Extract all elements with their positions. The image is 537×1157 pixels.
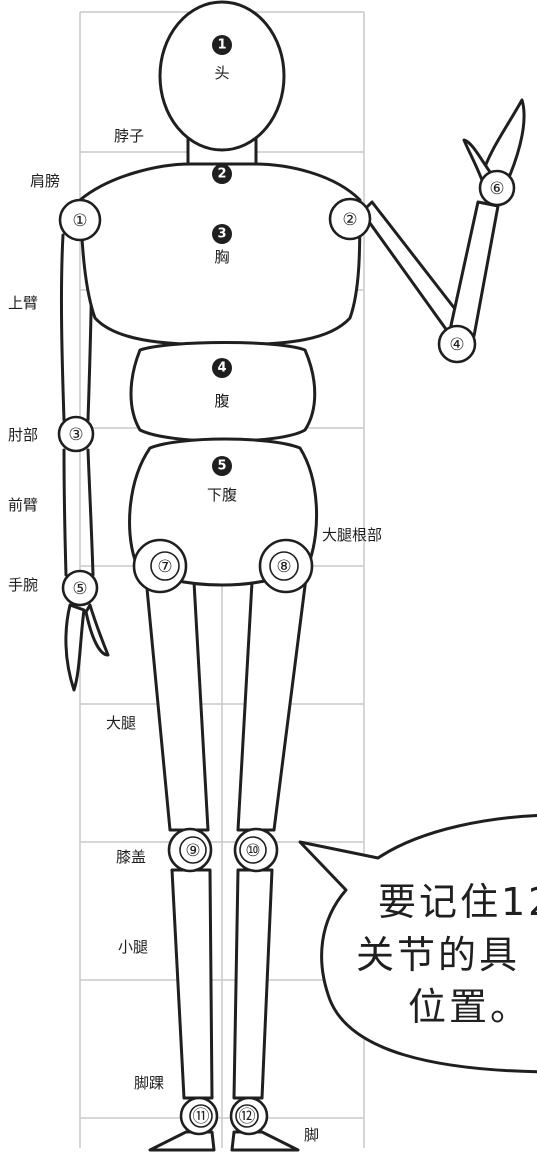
joint-number: ⑫ [239, 1107, 256, 1127]
part-number: 3 [217, 227, 226, 242]
part-number: 5 [217, 459, 226, 474]
joint-circle [328, 197, 372, 241]
joint-11: ⑪ [179, 1096, 219, 1136]
joint-12: ⑫ [229, 1096, 269, 1136]
left-thumb [84, 603, 110, 657]
body-outline [59, 0, 526, 1152]
joint-number: ⑪ [193, 1107, 210, 1127]
bubble-line-3: 位置。 [408, 985, 531, 1029]
part-badge [212, 224, 232, 244]
joint-number: ④ [449, 335, 464, 355]
head-shape [158, 0, 286, 152]
part-badge [212, 456, 232, 476]
label-thigh: 大腿 [106, 714, 136, 732]
part-name: 腹 [214, 392, 229, 410]
part-number: 4 [217, 361, 226, 376]
joint-circle [57, 415, 95, 453]
joint-circle [58, 198, 102, 242]
label-shin: 小腿 [118, 938, 148, 956]
left-hand [64, 603, 86, 692]
joint-number: ⑤ [72, 579, 87, 599]
joint-number: ⑦ [157, 557, 172, 577]
part-badge [212, 358, 232, 378]
right-foot [230, 1130, 300, 1152]
joint-2: ② [328, 197, 372, 241]
label-ankle: 脚踝 [134, 1074, 164, 1092]
joint-inner-ring [235, 1104, 259, 1128]
left-forearm-inner [86, 448, 95, 577]
joint-number: ⑨ [185, 841, 200, 861]
joint-inner-ring [239, 836, 267, 864]
joint-9: ⑨ [167, 827, 213, 873]
part-name: 头 [214, 64, 229, 82]
part-1: 1 头 [212, 35, 232, 82]
bubble-line-2: 关节的具 [356, 933, 520, 977]
joint-circle [258, 538, 314, 594]
label-knee: 膝盖 [116, 848, 146, 866]
joint-circle [61, 569, 99, 607]
joint-number: ③ [68, 425, 83, 445]
joint-4: ④ [437, 324, 477, 364]
part-number: 1 [217, 38, 226, 53]
right-hand [480, 98, 526, 177]
label-hip: 大腿根部 [322, 526, 382, 544]
label-foot: 脚 [304, 1126, 319, 1144]
joint-6: ⑥ [478, 169, 516, 207]
part-2: 2 [212, 164, 232, 184]
label-elbow: 肘部 [8, 426, 38, 444]
left-upper-arm [59, 233, 66, 422]
label-wrist: 手腕 [8, 576, 38, 594]
part-name: 胸 [214, 248, 229, 266]
right-upper-arm [360, 200, 464, 334]
part-5: 5 下腹 [207, 456, 237, 504]
label-shoulder: 肩膀 [30, 172, 60, 190]
right-shin [232, 868, 274, 1100]
part-badge [212, 35, 232, 55]
joint-number: ⑧ [276, 557, 291, 577]
joint-8: ⑧ [258, 538, 314, 594]
left-shin [170, 868, 214, 1100]
joint-7: ⑦ [132, 538, 188, 594]
bubble-line-1: 要记住12 [378, 880, 537, 924]
speech-bubble: 要记住12 关节的具 位置。 [298, 814, 537, 1074]
joint-inner-ring [179, 836, 207, 864]
left-forearm [62, 448, 68, 577]
joint-circle [437, 324, 477, 364]
joint-number: ① [72, 211, 87, 231]
right-forearm [448, 200, 500, 338]
joint-number: ② [342, 210, 357, 230]
right-thumb [462, 138, 492, 182]
label-neck: 脖子 [114, 127, 144, 145]
joint-inner-ring [189, 1104, 213, 1128]
joint-circle [132, 538, 188, 594]
joint-5: ⑤ [61, 569, 99, 607]
joint-10: ⑩ [233, 827, 279, 873]
joint-inner-ring [269, 551, 299, 581]
joint-1: ① [58, 198, 102, 242]
part-4: 4 腹 [212, 358, 232, 410]
left-foot [148, 1130, 216, 1152]
abdomen-shape [129, 341, 317, 443]
joint-number: ⑩ [245, 841, 260, 861]
part-name: 下腹 [207, 486, 237, 504]
joint-inner-ring [150, 551, 180, 581]
label-forearm: 前臂 [8, 496, 38, 514]
label-upper-arm: 上臂 [8, 294, 38, 312]
joint-number: ⑥ [489, 179, 504, 199]
speech-bubble-shape [298, 814, 537, 1074]
joint-circle [478, 169, 516, 207]
part-3: 3 胸 [212, 224, 232, 266]
joint-3: ③ [57, 415, 95, 453]
part-number: 2 [217, 167, 226, 182]
part-badge [212, 164, 232, 184]
